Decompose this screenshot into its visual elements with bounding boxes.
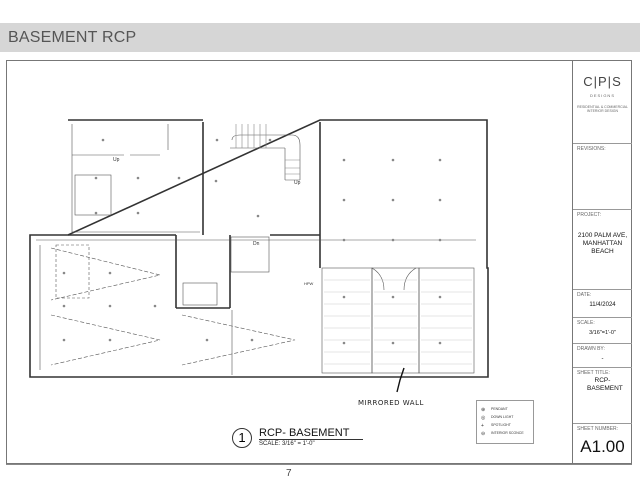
date-cell: DATE:11/4/2024: [573, 290, 632, 318]
title-block: C|P|S DESIGNS RESIDENTIAL & COMMERCIAL I…: [572, 60, 632, 464]
page-number: 7: [286, 468, 292, 479]
drawing-sheet: [6, 60, 632, 464]
outer-wall: [29, 119, 489, 378]
divider: [6, 464, 632, 465]
sheet-title-cell: SHEET TITLE:RCP- BASEMENT: [573, 368, 632, 424]
logo-cell: C|P|S DESIGNS RESIDENTIAL & COMMERCIAL I…: [573, 60, 632, 144]
spotlight-icon: +: [481, 423, 484, 429]
page-header: BASEMENT RCP: [0, 23, 640, 52]
lighting-legend: ⊕PENDANT ◎DOWN LIGHT +SPOTLIGHT ⊖INTERIO…: [476, 400, 534, 444]
drawn-by-cell: DRAWN BY:-: [573, 344, 632, 368]
pendant-icon: ⊕: [481, 407, 486, 413]
revisions-cell: REVISIONS:: [573, 144, 632, 210]
stair-up-label: Up: [294, 180, 301, 186]
cps-logo: C|P|S: [583, 74, 622, 89]
stair-down-label: Dn: [253, 241, 260, 247]
scale-cell: SCALE:3/16"=1'-0": [573, 318, 632, 344]
water-heater-label: HPW: [304, 281, 314, 286]
drawing-number: 1: [232, 428, 252, 448]
stair-up-label: Up: [113, 157, 120, 163]
downlight-icon: ◎: [481, 415, 486, 421]
mirrored-wall-annotation: MIRRORED WALL: [358, 399, 424, 407]
interior-sconce-icon: ⊖: [481, 431, 486, 437]
sheet-number-cell: SHEET NUMBER:A1.00: [577, 426, 625, 456]
page-title: BASEMENT RCP: [8, 29, 137, 46]
downlight-marks: [62, 138, 442, 345]
drawing-title: RCP- BASEMENT: [259, 427, 364, 440]
inner-wall: [68, 122, 321, 309]
project-cell: PROJECT:2100 PALM AVE, MANHATTAN BEACH: [573, 210, 632, 290]
drawing-scale: SCALE: 3/16" = 1'-0": [259, 441, 315, 447]
